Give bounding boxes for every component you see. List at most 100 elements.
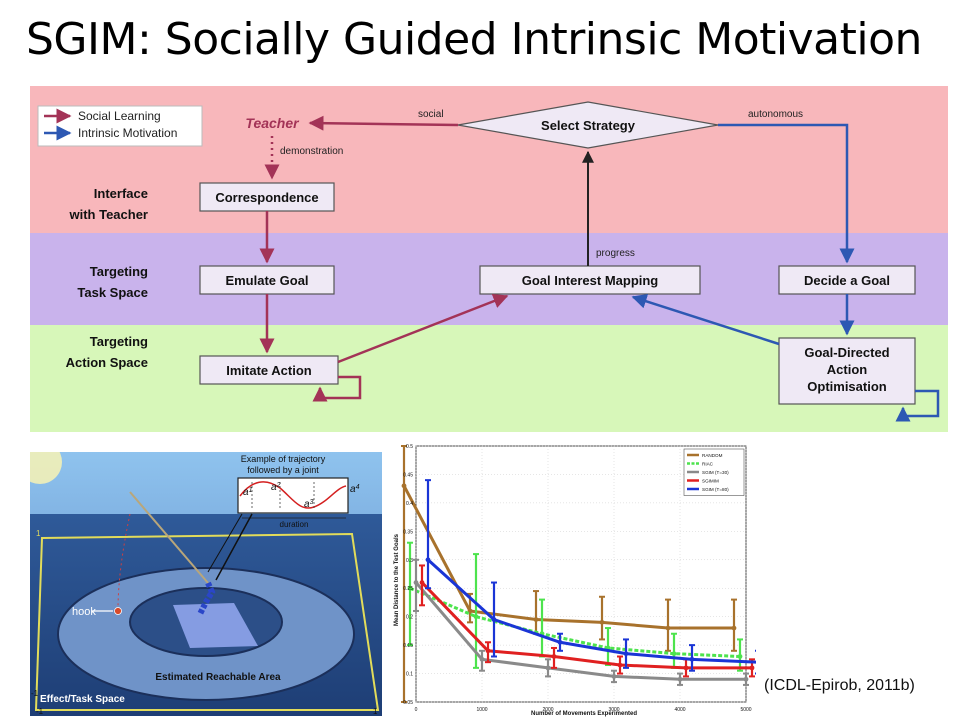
effect-space-label: Effect/Task Space xyxy=(40,694,125,705)
chart-y-tick-label: 0.15 xyxy=(403,643,413,649)
page-title: SGIM: Socially Guided Intrinsic Motivati… xyxy=(26,14,922,65)
chart-series-line-0 xyxy=(402,485,734,630)
inset-pointer-2 xyxy=(207,513,243,573)
imitate-action-node xyxy=(199,355,339,385)
edge-imitate-to-mapping xyxy=(337,293,509,364)
chart-x-axis-label: Number of Movements Experimented xyxy=(531,711,637,717)
band-label-interface: Interface xyxy=(94,186,148,201)
trajectory-title-1: Example of trajectory xyxy=(241,454,326,464)
decide-goal-label: Decide a Goal xyxy=(804,273,890,288)
chart-data-point xyxy=(479,656,485,662)
chart-data-point xyxy=(401,483,407,489)
chart-data-point xyxy=(545,665,551,671)
chart-data-point xyxy=(731,625,737,631)
band-label-action-space: Action Space xyxy=(66,355,148,370)
chart-data-point xyxy=(533,617,539,622)
band-label-targeting-action: Targeting xyxy=(90,334,148,349)
edge-imitate-loop xyxy=(312,375,362,402)
chart-y-tick-label: 0.5 xyxy=(406,444,413,450)
legend-intrinsic-label: Intrinsic Motivation xyxy=(78,126,177,140)
chart-data-point xyxy=(491,617,497,622)
sgim-architecture-diagram: Social Learning Intrinsic Motivation Int… xyxy=(30,86,948,432)
legend-social-label: Social Learning xyxy=(78,109,161,123)
chart-data-point xyxy=(419,580,425,585)
trajectory-curve xyxy=(239,481,347,509)
robot-arm-figure: hook Example of trajectory followed by a… xyxy=(30,452,382,716)
trajectory-title-2: followed by a joint xyxy=(247,465,319,475)
chart-data-point xyxy=(623,651,629,657)
trajectory-inset: Example of trajectory followed by a join… xyxy=(237,454,360,529)
chart-x-tick-label: 4000 xyxy=(674,707,685,713)
band-label-with-teacher: with Teacher xyxy=(68,207,148,222)
chart-x-tick-label: 3000 xyxy=(608,707,619,713)
chart-series-line-1 xyxy=(409,586,741,658)
chart-data-point xyxy=(413,580,419,585)
chart-data-point xyxy=(407,585,413,591)
correspondence-label: Correspondence xyxy=(215,190,318,205)
chart-data-point xyxy=(665,625,671,631)
goal-interest-mapping-label: Goal Interest Mapping xyxy=(522,273,659,288)
corner-label-bottom-left: -1 xyxy=(36,707,44,716)
chart-x-tick-label: 2000 xyxy=(542,707,553,713)
chart-y-tick-label: 0.05 xyxy=(403,700,413,706)
teacher-label: Teacher xyxy=(245,115,300,131)
chart-data-point xyxy=(551,654,557,659)
hook-trajectory xyxy=(117,513,131,611)
duration-label: duration xyxy=(280,520,309,529)
chart-y-axis-label: Mean Distance to the Test Goals xyxy=(394,533,400,626)
emulate-goal-label: Emulate Goal xyxy=(225,273,308,288)
corner-label-bottom-right: 1 xyxy=(373,707,378,716)
chart-legend-label: SGIMIM xyxy=(702,479,719,484)
hook-point xyxy=(114,607,122,615)
robot-arm-links xyxy=(197,581,216,616)
goal-directed-label-3: Optimisation xyxy=(807,379,887,394)
chart-series-line-2 xyxy=(414,581,746,681)
chart-x-tick-label: 5000 xyxy=(740,707,751,713)
chart-x-tick-label: 1000 xyxy=(476,707,487,713)
robot-arm-pole xyxy=(129,491,209,584)
chart-y-tick-label: 0.2 xyxy=(406,615,413,621)
svg-text:a2: a2 xyxy=(271,482,281,493)
edge-progress-label: progress xyxy=(596,248,635,259)
correspondence-node xyxy=(199,182,335,212)
chart-data-point xyxy=(485,648,491,654)
chart-series-line-4 xyxy=(426,558,756,664)
chart-data-point xyxy=(425,557,431,563)
imitate-action-label: Imitate Action xyxy=(226,363,312,378)
chart-y-tick-label: 0.45 xyxy=(403,472,413,478)
edge-social-label: social xyxy=(418,109,444,120)
citation: (ICDL-Epirob, 2011b) xyxy=(764,677,915,694)
svg-text:a4: a4 xyxy=(350,484,360,495)
chart-legend-label: RIAC xyxy=(702,462,714,467)
chart-data-point xyxy=(599,619,605,625)
diagram-legend: Social Learning Intrinsic Motivation xyxy=(37,105,203,147)
edge-autonomous-label: autonomous xyxy=(748,109,803,120)
goal-directed-label-1: Goal-Directed xyxy=(804,345,889,360)
chart-data-point xyxy=(683,665,689,671)
sun-glow xyxy=(30,452,62,484)
chart-y-tick-label: 0.1 xyxy=(406,672,413,678)
chart-data-point xyxy=(557,639,563,645)
effect-space-boundary xyxy=(34,532,380,711)
chart-data-point xyxy=(473,614,479,620)
edge-strategy-to-teacher xyxy=(308,115,459,131)
reachable-area-label: Estimated Reachable Area xyxy=(155,672,281,683)
goal-directed-optimisation-node xyxy=(778,337,916,405)
inset-pointer xyxy=(215,513,253,581)
band-label-task-space: Task Space xyxy=(77,285,148,300)
corner-label-left: -1 xyxy=(31,689,39,698)
chart-legend-label: SGIM (T=30) xyxy=(702,470,729,475)
chart-data-point xyxy=(743,676,749,682)
chart-y-tick-label: 0.35 xyxy=(403,529,413,535)
chart-y-tick-label: 0.3 xyxy=(406,558,413,564)
decide-goal-node xyxy=(778,265,916,295)
chart-data-point xyxy=(611,674,617,679)
chart-data-point xyxy=(749,665,755,671)
chart-y-tick-label: 0.4 xyxy=(406,501,413,507)
svg-text:a1: a1 xyxy=(243,487,253,498)
chart-legend-label: SGIM (T=80) xyxy=(702,487,729,492)
edge-demonstration-label: demonstration xyxy=(280,146,343,157)
chart-legend-label: RANDOM xyxy=(702,453,723,458)
hook-label: hook xyxy=(72,606,96,618)
